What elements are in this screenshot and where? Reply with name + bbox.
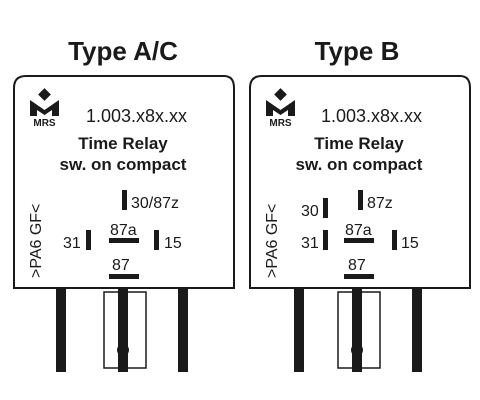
terminal-87z-label: 87z (367, 195, 393, 212)
relay-pins (56, 286, 188, 372)
relay-type-b: Type B MRS 1.003.x8x.xx Time Relay sw. o… (249, 36, 471, 372)
material-label: >PA6 GF< (264, 204, 281, 278)
logo-diamond (274, 88, 287, 101)
terminal-31-label: 31 (63, 235, 81, 252)
pin-center (118, 286, 128, 372)
terminal-87-label: 87 (348, 257, 366, 274)
brand-name: MRS (269, 118, 292, 129)
material-label: >PA6 GF< (28, 204, 45, 278)
relay-type-ac: Type A/C MRS 1.003.x8x.xx Time Relay sw.… (13, 36, 235, 372)
terminal-87a-bar (109, 238, 139, 243)
brand-name: MRS (33, 118, 56, 129)
terminal-87-label: 87 (112, 257, 130, 274)
relay-title-line2: sw. on compact (60, 155, 187, 174)
terminal-30-label: 30 (301, 203, 319, 220)
terminal-layout: 30/87z 31 87a 15 87 (63, 190, 182, 279)
terminal-31-label: 31 (301, 235, 319, 252)
terminal-31-bar (323, 230, 328, 250)
terminal-87-bar (344, 274, 374, 279)
terminal-30-87z-bar (122, 190, 127, 210)
relay-title-line2: sw. on compact (296, 155, 423, 174)
pin-center-dot (117, 344, 129, 356)
terminal-30-87z-label: 30/87z (131, 195, 179, 212)
pin-left (56, 286, 66, 372)
terminal-30-bar (323, 198, 328, 218)
pin-right (178, 286, 188, 372)
terminal-15-bar (392, 230, 397, 250)
pin-center-bracket (103, 291, 147, 369)
relay-heading: Type A/C (68, 36, 178, 66)
relay-title-line1: Time Relay (314, 134, 404, 153)
brand-logo: MRS (266, 88, 295, 129)
pin-center-dot (351, 344, 363, 356)
terminal-15-label: 15 (164, 235, 182, 252)
part-number: 1.003.x8x.xx (86, 106, 187, 126)
logo-mark (30, 100, 59, 116)
pin-center-bracket (337, 291, 381, 369)
relay-housing (249, 75, 471, 289)
terminal-87a-bar (344, 238, 374, 243)
terminal-87a-label: 87a (110, 222, 137, 239)
terminal-15-bar (154, 230, 159, 250)
relay-title-line1: Time Relay (78, 134, 168, 153)
terminal-31-bar (86, 230, 91, 250)
relay-heading: Type B (315, 36, 400, 66)
logo-mark (266, 100, 295, 116)
terminal-15-label: 15 (401, 235, 419, 252)
relay-housing (13, 75, 235, 289)
terminal-87z-bar (358, 190, 363, 210)
terminal-87a-label: 87a (345, 222, 372, 239)
pin-left (294, 286, 304, 372)
relay-pins (294, 286, 422, 372)
terminal-layout: 30 87z 31 87a 15 87 (301, 190, 419, 279)
pin-right (412, 286, 422, 372)
part-number: 1.003.x8x.xx (321, 106, 422, 126)
terminal-87-bar (109, 274, 139, 279)
pin-center (352, 286, 362, 372)
